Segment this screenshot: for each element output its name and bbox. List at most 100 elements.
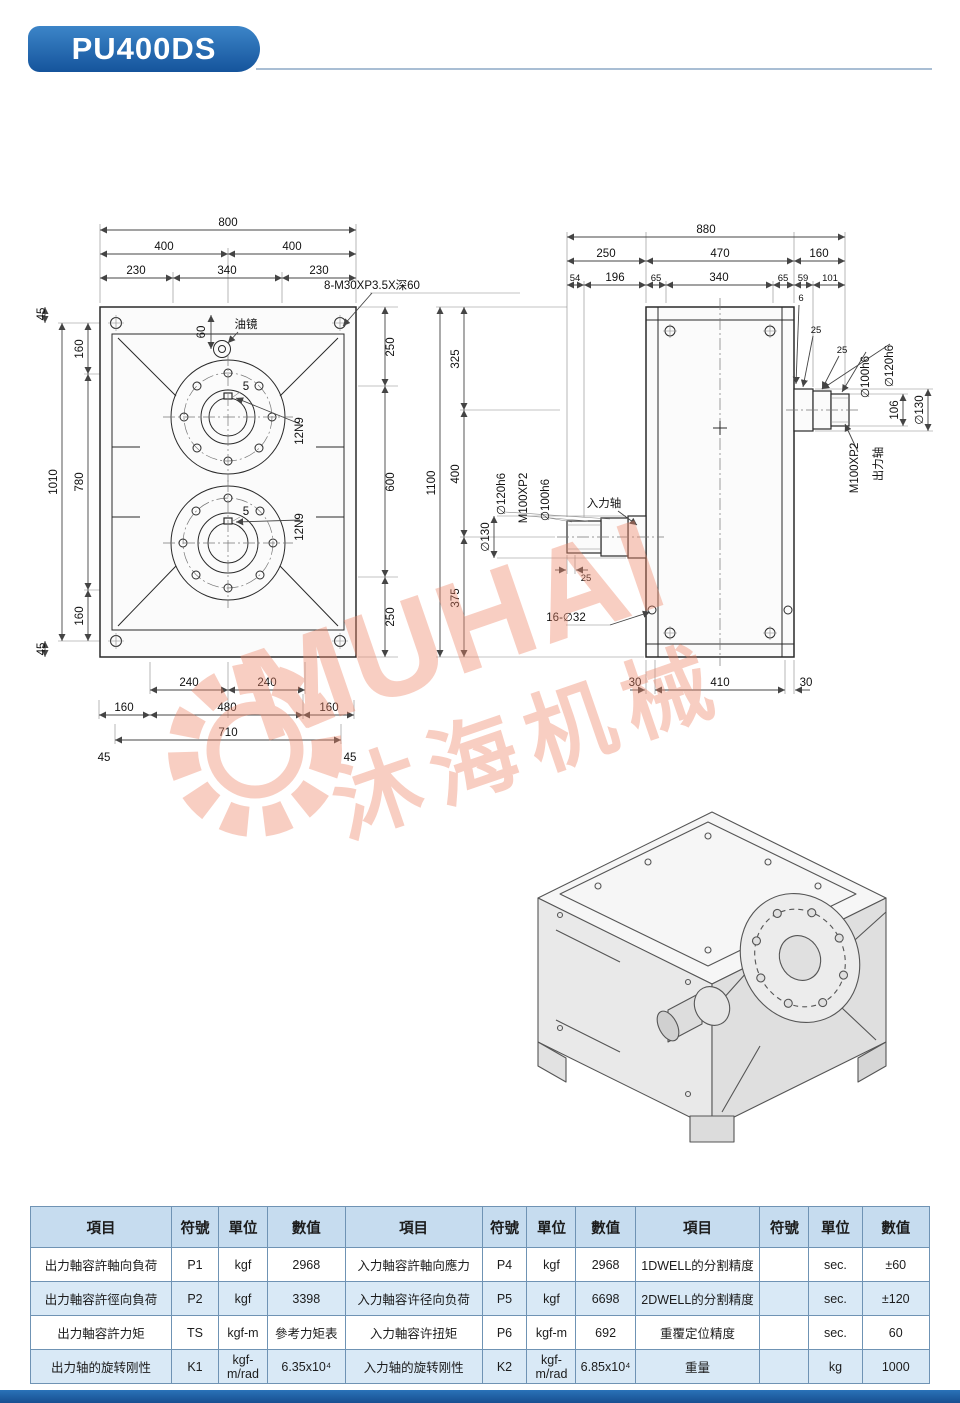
dim-side-25b: 25 bbox=[837, 345, 848, 356]
dim-side-54: 54 bbox=[570, 273, 581, 284]
cell: sec. bbox=[808, 1315, 863, 1350]
cell: 1000 bbox=[861, 1349, 930, 1384]
dim-side-160: 160 bbox=[809, 248, 828, 260]
dim-front-340: 340 bbox=[217, 265, 236, 277]
cell: kgf bbox=[217, 1247, 268, 1282]
dim-side-410: 410 bbox=[710, 677, 729, 689]
label-output-shaft: 出力轴 bbox=[871, 447, 885, 482]
dim-front-160r: 160 bbox=[319, 702, 338, 714]
dim-front-230b: 230 bbox=[309, 265, 328, 277]
cell: 出力軸容許力矩 bbox=[30, 1315, 172, 1350]
dim-front-400b: 400 bbox=[282, 241, 301, 253]
cell: 參考力矩表 bbox=[266, 1315, 346, 1350]
dim-front-250b: 250 bbox=[385, 607, 397, 626]
label-out-thread: M100XP2 bbox=[849, 443, 861, 494]
dim-side-1100: 1100 bbox=[426, 471, 438, 496]
cell: 3398 bbox=[266, 1281, 346, 1316]
dim-front-160-bottom: 160 bbox=[74, 606, 86, 625]
cell: P1 bbox=[170, 1247, 219, 1282]
dim-front-710: 710 bbox=[218, 727, 237, 739]
cell: TS bbox=[170, 1315, 219, 1350]
cell: P6 bbox=[481, 1315, 528, 1350]
cell: sec. bbox=[808, 1281, 863, 1316]
cell: ±60 bbox=[861, 1247, 930, 1282]
dim-side-30a: 30 bbox=[629, 677, 642, 689]
dim-side-340: 340 bbox=[709, 272, 728, 284]
dim-side-880: 880 bbox=[696, 224, 715, 236]
col-header: 單位 bbox=[217, 1206, 268, 1248]
cell: 重量 bbox=[634, 1349, 761, 1384]
dim-in-100h6: ∅100h6 bbox=[540, 479, 552, 521]
dim-out-130: ∅130 bbox=[914, 395, 926, 424]
table-row: 出力轴的旋转刚性 K1 kgf-m/rad 6.35x10⁴ 入力轴的旋转刚性 … bbox=[30, 1349, 930, 1384]
callout-bolt-pattern: 8-M30XP3.5X深60 bbox=[324, 278, 420, 292]
dim-out-100h6: ∅100h6 bbox=[860, 356, 872, 398]
header-rule bbox=[256, 68, 932, 70]
dim-side-196: 196 bbox=[605, 272, 624, 284]
dim-front-250a: 250 bbox=[385, 337, 397, 356]
table-header-row: 項目 符號 單位 數值 項目 符號 單位 數值 項目 符號 單位 數值 bbox=[30, 1206, 930, 1248]
cell: 出力轴的旋转刚性 bbox=[30, 1349, 172, 1384]
dim-front-230a: 230 bbox=[126, 265, 145, 277]
cell: ±120 bbox=[861, 1281, 930, 1316]
cell: kgf bbox=[217, 1281, 268, 1316]
cell: 6.85x10⁴ bbox=[575, 1349, 636, 1384]
dim-in-130: ∅130 bbox=[480, 522, 492, 551]
cell: 入力軸容许扭矩 bbox=[344, 1315, 483, 1350]
technical-drawing: 800 400 400 230 340 230 8-M30XP3.5X深60 油… bbox=[36, 217, 933, 1143]
dim-side-250: 250 bbox=[596, 248, 615, 260]
dim-in-120h6: ∅120h6 bbox=[496, 473, 508, 515]
dim-front-600: 600 bbox=[385, 472, 397, 491]
dim-side-25a: 25 bbox=[811, 325, 822, 336]
cell: 6.35x10⁴ bbox=[266, 1349, 346, 1384]
cell: 出力軸容許徑向負荷 bbox=[30, 1281, 172, 1316]
dim-front-800: 800 bbox=[218, 217, 237, 229]
callout-mount-holes: 16-∅32 bbox=[546, 612, 585, 624]
cell bbox=[759, 1315, 810, 1350]
footer-bar bbox=[0, 1390, 960, 1403]
col-header: 數值 bbox=[266, 1206, 346, 1248]
dim-front-45bl: 45 bbox=[98, 752, 111, 764]
col-header: 符號 bbox=[481, 1206, 528, 1248]
cell: kgf-m bbox=[217, 1315, 268, 1350]
key-12n9-bottom: 12N9 bbox=[294, 513, 306, 541]
cell: K2 bbox=[481, 1349, 528, 1384]
label-oil-sight: 油镜 bbox=[235, 317, 258, 331]
dim-side-65b: 65 bbox=[778, 273, 789, 284]
isometric-view bbox=[537, 811, 887, 1143]
col-header: 符號 bbox=[170, 1206, 219, 1248]
cell: kgf-m/rad bbox=[217, 1349, 268, 1384]
dim-front-60: 60 bbox=[196, 326, 208, 339]
cell: 692 bbox=[575, 1315, 636, 1350]
cell bbox=[759, 1349, 810, 1384]
dim-front-1010: 1010 bbox=[48, 469, 60, 495]
cell: 2968 bbox=[575, 1247, 636, 1282]
table-row: 出力軸容許軸向負荷 P1 kgf 2968 入力軸容許軸向應力 P4 kgf 2… bbox=[30, 1247, 930, 1282]
dim-front-160-top: 160 bbox=[74, 339, 86, 358]
cell: 重覆定位精度 bbox=[634, 1315, 761, 1350]
dim-out-120h6: ∅120h6 bbox=[884, 345, 896, 387]
spec-table: 項目 符號 單位 數值 項目 符號 單位 數值 項目 符號 單位 數值 出力軸容… bbox=[30, 1206, 930, 1384]
model-badge: PU400DS bbox=[28, 26, 260, 72]
dim-side-59: 59 bbox=[798, 273, 809, 284]
cell: sec. bbox=[808, 1247, 863, 1282]
col-header: 項目 bbox=[30, 1206, 172, 1248]
cell: P5 bbox=[481, 1281, 528, 1316]
dim-side-25c: 25 bbox=[581, 573, 592, 584]
label-in-thread: M100XP2 bbox=[518, 473, 530, 524]
col-header: 符號 bbox=[759, 1206, 810, 1248]
col-header: 單位 bbox=[808, 1206, 863, 1248]
cell: 入力軸容許軸向應力 bbox=[344, 1247, 483, 1282]
cell: 1DWELL的分割精度 bbox=[634, 1247, 761, 1282]
dim-front-45-top: 45 bbox=[36, 308, 48, 321]
dim-front-480: 480 bbox=[217, 702, 236, 714]
cell: P4 bbox=[481, 1247, 528, 1282]
cell: 60 bbox=[861, 1315, 930, 1350]
side-view: 880 250 470 160 54 196 65 340 65 59 101 … bbox=[426, 224, 933, 694]
cell: P2 bbox=[170, 1281, 219, 1316]
cell: 入力軸容许径向负荷 bbox=[344, 1281, 483, 1316]
cell: 入力轴的旋转刚性 bbox=[344, 1349, 483, 1384]
table-row: 出力軸容許力矩 TS kgf-m 參考力矩表 入力軸容许扭矩 P6 kgf-m … bbox=[30, 1315, 930, 1350]
cell: K1 bbox=[170, 1349, 219, 1384]
